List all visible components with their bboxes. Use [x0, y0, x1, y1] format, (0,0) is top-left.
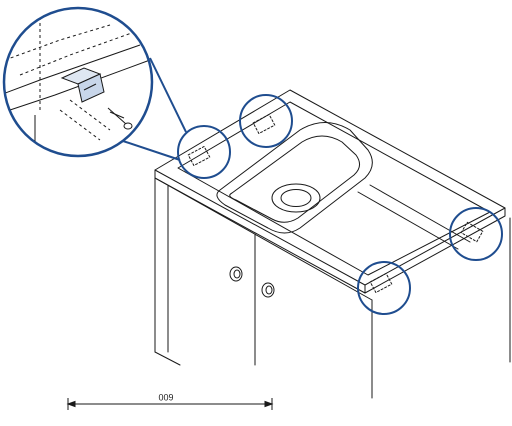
screw-icon [107, 107, 133, 130]
cabinet-front-bottom [154, 351, 181, 366]
callouts [119, 57, 503, 315]
callout-circle [177, 125, 231, 179]
clip-marker [460, 221, 484, 243]
door-knob-icon [261, 282, 275, 298]
drainer-line [369, 184, 471, 243]
dimension-label: 600 [158, 392, 174, 402]
detail-magnifier [2, 6, 154, 158]
clip-bracket-icon [60, 67, 105, 103]
drain-inner [280, 189, 312, 207]
clip-marker [369, 272, 393, 294]
sink-top-surface [154, 89, 506, 286]
drainer-line [357, 191, 459, 250]
clip-marker [187, 145, 211, 167]
callout-circle [357, 261, 411, 315]
bowl-outer [216, 122, 373, 234]
clip-marker [252, 113, 276, 135]
callout-connector [149, 57, 187, 133]
callout-circle [449, 207, 503, 261]
sink-top [154, 89, 506, 294]
door-knobs [229, 266, 275, 298]
callout-circle [239, 94, 293, 148]
cabinet [154, 177, 511, 399]
drain-outer [271, 183, 321, 213]
dimension-line [66, 398, 274, 410]
callout-connector [119, 139, 181, 161]
sink-rim [177, 101, 491, 276]
bowl-inner [229, 135, 360, 223]
door-knob-icon [229, 266, 243, 282]
sink-top-front-edge [154, 169, 366, 294]
sink-bowl [216, 122, 471, 250]
clip-markers [187, 113, 484, 294]
sink-top-right-edge [364, 207, 506, 294]
